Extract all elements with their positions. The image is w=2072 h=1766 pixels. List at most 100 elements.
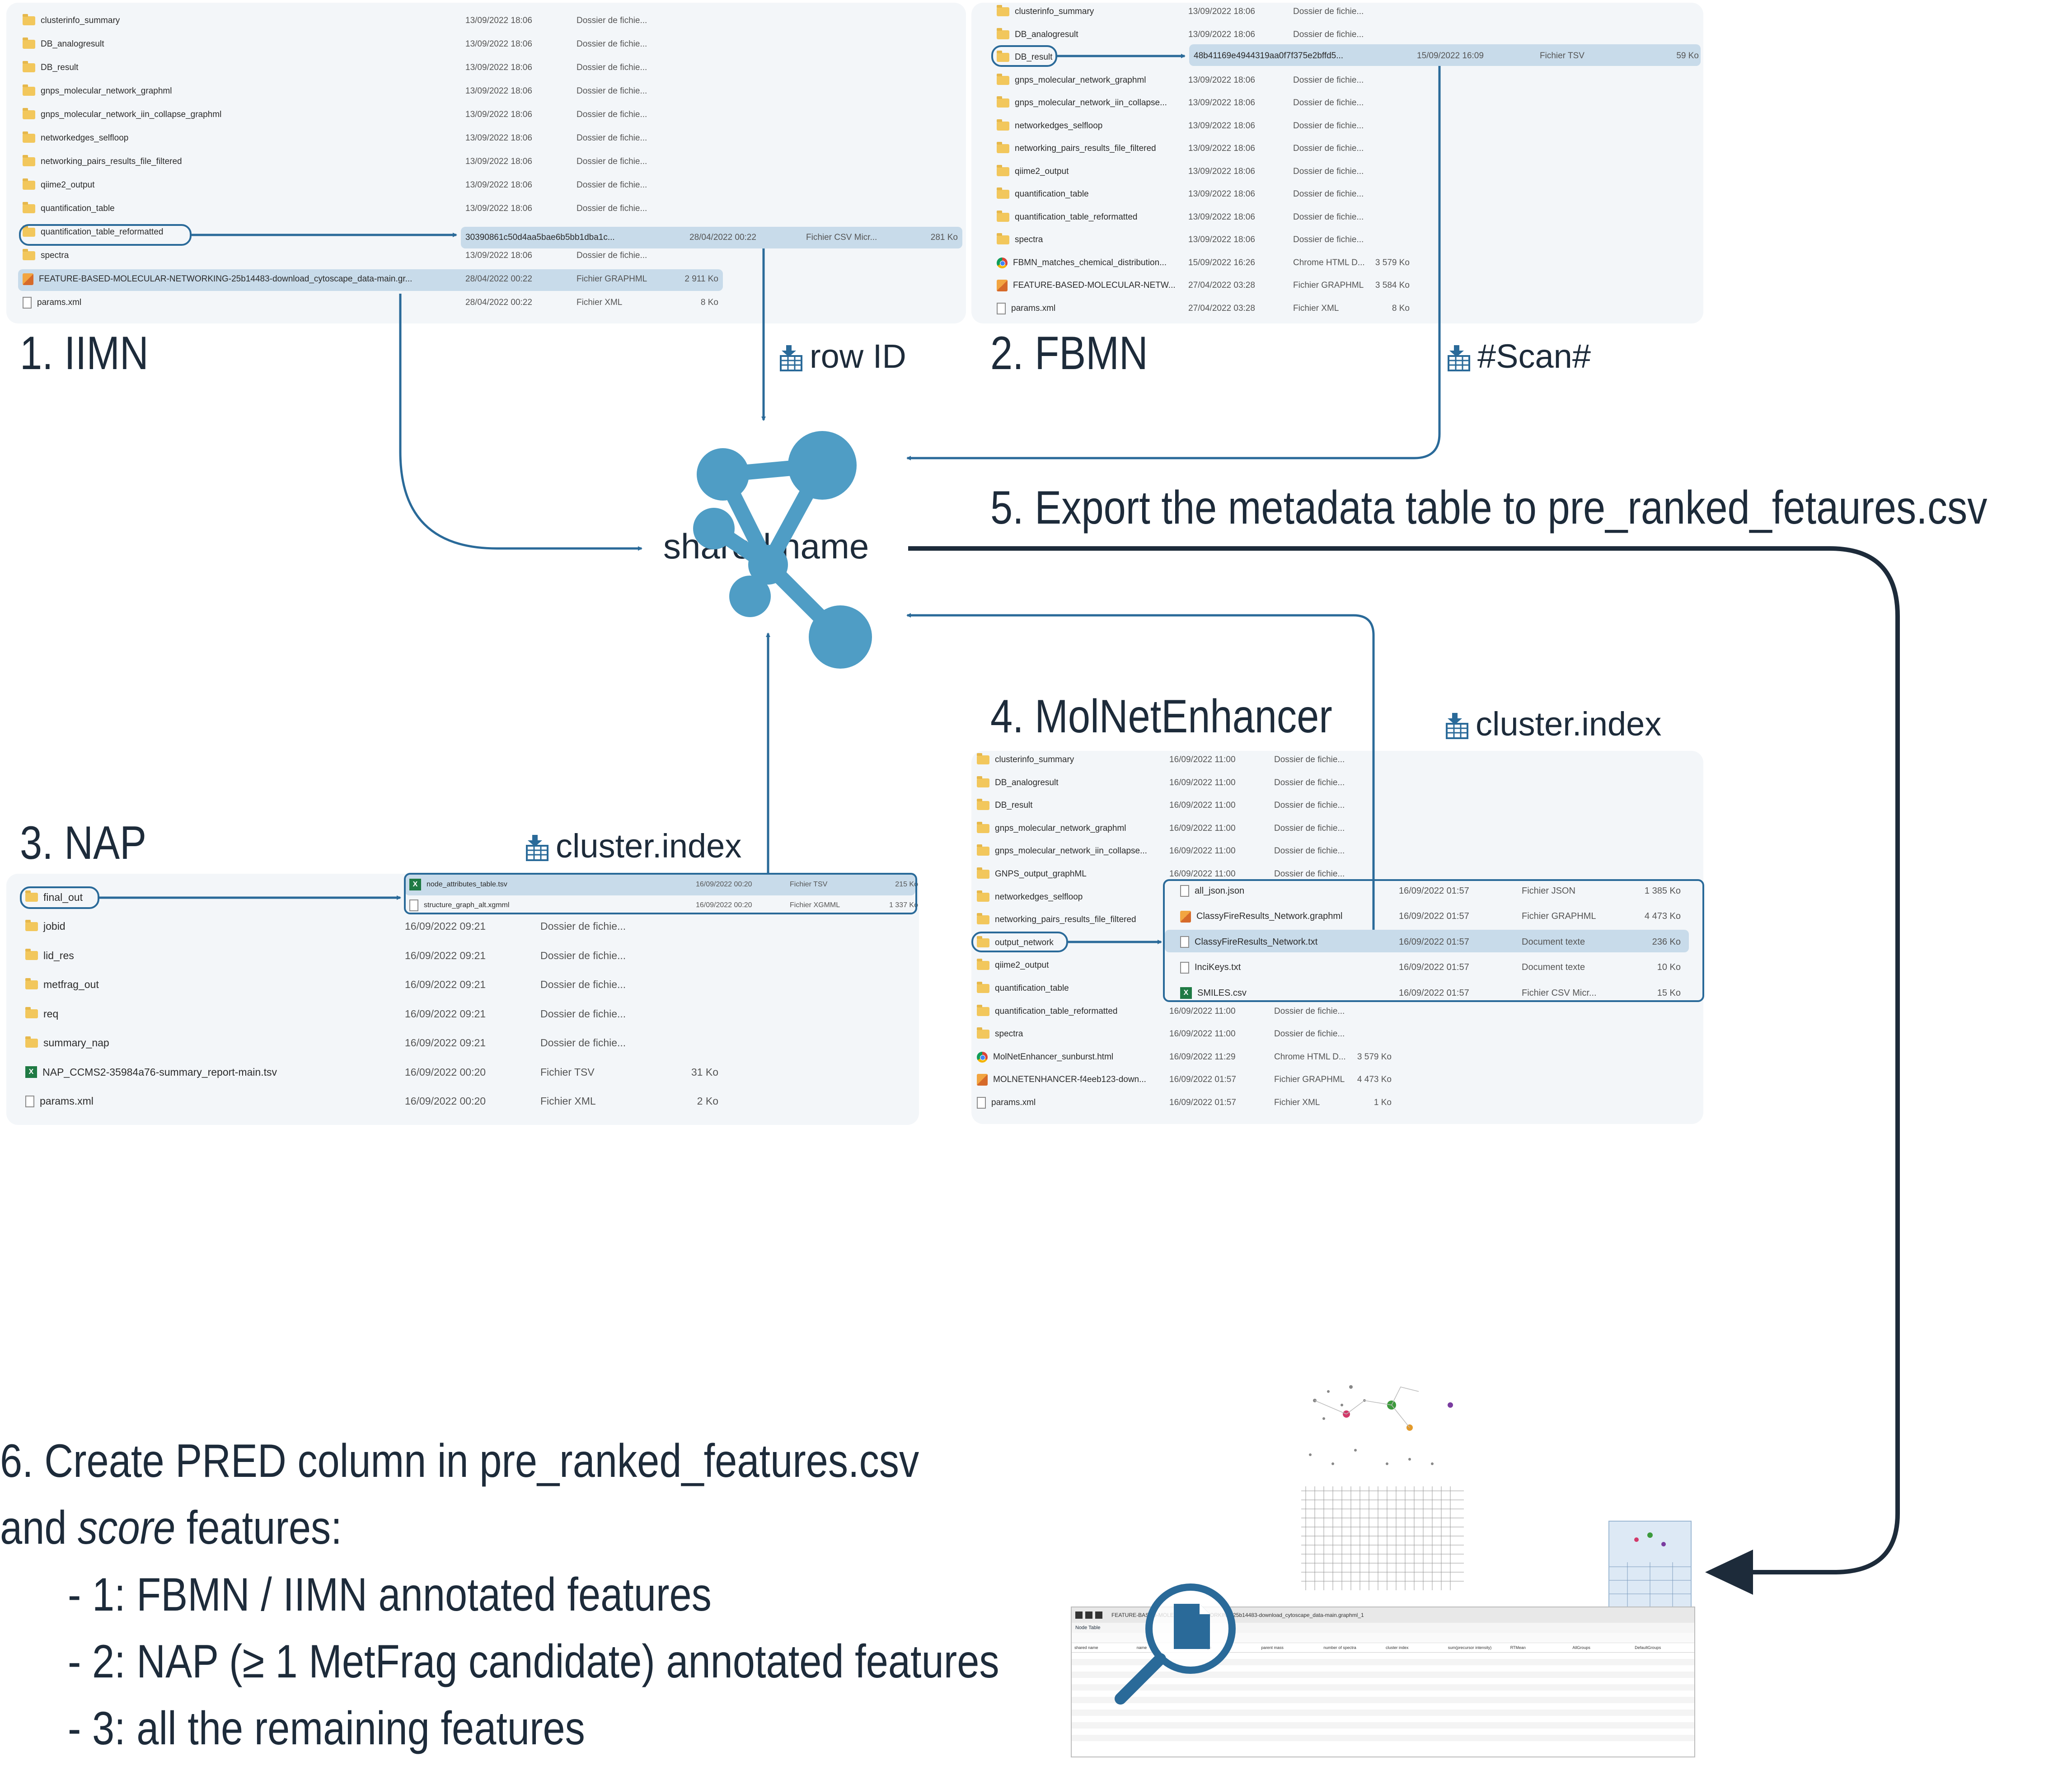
file-name-text: quantification_table_reformatted	[1015, 212, 1138, 222]
mne-cluster-index-key: cluster.index	[1444, 707, 1661, 741]
file-size: 2 911 Ko	[684, 274, 718, 284]
layout-icon[interactable]	[1085, 1611, 1092, 1619]
file-name: FBMN_matches_chemical_distribution...	[997, 257, 1167, 268]
file-type: Dossier de fichie...	[540, 1037, 626, 1049]
file-type: Fichier GRAPHML	[1522, 911, 1596, 921]
file-type: Dossier de fichie...	[1274, 823, 1345, 833]
folder-icon	[997, 119, 1009, 131]
file-icon	[409, 899, 418, 911]
file-name-text: gnps_molecular_network_graphml	[1015, 75, 1146, 85]
file-size: 4 473 Ko	[1644, 911, 1681, 921]
file-type: Dossier de fichie...	[1274, 1029, 1345, 1039]
file-name: MolNetEnhancer_sunburst.html	[977, 1051, 1113, 1063]
file-date: 16/09/2022 11:00	[1169, 846, 1236, 856]
file-type: Dossier de fichie...	[1293, 29, 1364, 39]
fbmn-title: 2. FBMN	[990, 327, 1148, 379]
file-name: networkedges_selfloop	[997, 119, 1102, 131]
file-name: clusterinfo_summary	[977, 753, 1074, 765]
folder-icon	[977, 1004, 989, 1016]
file-name-text: gnps_molecular_network_graphml	[41, 86, 172, 96]
file-name: MOLNETENHANCER-f4eeb123-down...	[977, 1074, 1146, 1086]
file-name: clusterinfo_summary	[997, 5, 1094, 17]
node-table-column-header[interactable]: number of spectra	[1323, 1645, 1356, 1650]
file-name: clusterinfo_summary	[23, 14, 120, 26]
table-download-icon	[778, 343, 803, 371]
file-date: 13/09/2022 18:06	[465, 133, 532, 143]
file-icon	[1180, 885, 1189, 897]
iimn-graphml-highlight	[18, 269, 723, 291]
folder-icon	[25, 978, 38, 989]
file-type: Dossier de fichie...	[540, 949, 626, 961]
file-type: Dossier de fichie...	[540, 920, 626, 932]
file-type: Dossier de fichie...	[1293, 235, 1364, 244]
folder-icon	[977, 799, 989, 810]
file-name: params.xml	[23, 297, 81, 309]
node-table-column-header[interactable]: parent mass	[1261, 1645, 1284, 1650]
node-table-column-header[interactable]: DefaultGroups	[1635, 1645, 1661, 1650]
node-table-column-header[interactable]: name	[1136, 1645, 1147, 1650]
folder-icon	[23, 178, 35, 190]
file-date: 13/09/2022 18:06	[465, 157, 532, 166]
file-name: FEATURE-BASED-MOLECULAR-NETWORKING-25b14…	[23, 273, 412, 285]
node-table-column-header[interactable]: RTMean	[1510, 1645, 1526, 1650]
folder-icon	[23, 37, 35, 49]
folder-icon	[997, 187, 1009, 199]
file-name-text: SMILES.csv	[1197, 988, 1247, 998]
iimn-title: 1. IIMN	[20, 327, 149, 379]
file-size: 2 Ko	[697, 1095, 718, 1107]
file-name: jobid	[25, 919, 66, 932]
file-date: 13/09/2022 18:06	[465, 204, 532, 213]
file-name: networking_pairs_results_file_filtered	[977, 913, 1136, 925]
file-name: 30390861c50d4aa5bae6b5bb1dba1c...	[465, 233, 615, 243]
file-name-text: params.xml	[991, 1098, 1036, 1107]
file-name: GNPS_output_graphML	[977, 867, 1087, 879]
file-name: spectra	[977, 1027, 1023, 1039]
file-date: 16/09/2022 01:57	[1399, 988, 1469, 998]
folder-icon	[977, 1027, 989, 1039]
file-date: 13/09/2022 18:06	[465, 16, 532, 25]
file-name-text: NAP_CCMS2-35984a76-summary_report-main.t…	[42, 1066, 277, 1078]
fbmn-db-result-ring	[991, 45, 1057, 67]
file-date: 16/09/2022 00:20	[696, 881, 752, 888]
file-name: metfrag_out	[25, 978, 99, 991]
excel-icon: X	[409, 879, 421, 890]
mne-output-network-box	[1163, 879, 1704, 1002]
chrome-icon	[997, 257, 1008, 268]
file-date: 16/09/2022 11:00	[1169, 801, 1236, 810]
folder-icon	[997, 28, 1009, 39]
edit-icon[interactable]	[1095, 1611, 1102, 1619]
folder-icon	[977, 913, 989, 925]
file-date: 16/09/2022 11:00	[1169, 823, 1236, 833]
file-name-text: FEATURE-BASED-MOLECULAR-NETW...	[1013, 281, 1176, 290]
folder-icon	[997, 164, 1009, 176]
folder-icon	[997, 5, 1009, 16]
file-type: Dossier de fichie...	[577, 157, 647, 166]
file-name-text: InciKeys.txt	[1195, 962, 1241, 972]
file-date: 16/09/2022 11:00	[1169, 1029, 1236, 1039]
file-name-text: params.xml	[1011, 303, 1056, 313]
grid-icon[interactable]	[1075, 1611, 1083, 1619]
file-type: Dossier de fichie...	[1293, 98, 1364, 108]
file-name-text: FBMN_matches_chemical_distribution...	[1013, 258, 1167, 267]
export-title: 5. Export the metadata table to pre_rank…	[990, 482, 1988, 534]
file-date: 13/09/2022 18:06	[1188, 235, 1255, 244]
node-table-column-header[interactable]: cluster index	[1385, 1645, 1409, 1650]
node-table-column-header[interactable]: AllGroups	[1572, 1645, 1590, 1650]
node-table-column-header[interactable]: sum(precursor intensity)	[1448, 1645, 1492, 1650]
graphml-icon	[997, 280, 1008, 291]
file-name-text: networking_pairs_results_file_filtered	[1015, 144, 1156, 153]
node-table-column-header[interactable]: shared name	[1074, 1645, 1098, 1650]
network-preview	[1297, 1373, 1468, 1599]
file-name-text: req	[43, 1007, 59, 1020]
file-icon	[23, 297, 32, 309]
file-type: Dossier de fichie...	[1274, 869, 1345, 879]
file-name: quantification_table_reformatted	[977, 1004, 1117, 1017]
file-size: 8 Ko	[700, 298, 718, 307]
file-date: 16/09/2022 11:29	[1169, 1052, 1236, 1062]
file-name-text: qiime2_output	[41, 180, 95, 190]
file-name: all_json.json	[1180, 885, 1244, 897]
file-name-text: gnps_molecular_network_iin_collapse...	[995, 846, 1147, 856]
